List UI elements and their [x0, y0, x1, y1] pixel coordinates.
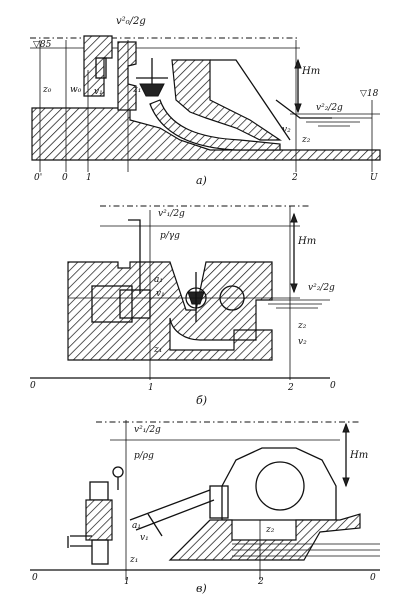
label-v1: v₁ — [94, 87, 103, 97]
caption-c: в) — [196, 582, 207, 595]
label-tail-level: ▽18 — [360, 89, 379, 99]
jet-pipe — [129, 489, 215, 531]
penstock-body — [67, 261, 273, 361]
label-c-sec-1: 1 — [124, 577, 130, 587]
nozzle-block — [209, 485, 229, 519]
label-z0: z₀ — [42, 85, 52, 95]
label-c-frac-top: v²₁/2g — [134, 425, 161, 435]
piezometer-tube — [128, 219, 141, 294]
label-b-sec-1: 1 — [148, 383, 154, 393]
label-b-ht: Hт — [297, 236, 316, 247]
foundation — [168, 513, 361, 561]
panel-a: v²₀/2g ▽85 z₀ w₀ v₁ z₁ Hт ▽18 v²₂/2g v₂ … — [30, 16, 381, 187]
supply-pipe — [70, 535, 92, 547]
runner-icon — [136, 58, 168, 97]
trash-rack — [95, 57, 107, 79]
label-frac-top: v²₀/2g — [116, 16, 146, 27]
tail-water-c — [232, 543, 380, 557]
powerhouse-block — [171, 59, 282, 141]
label-c-v1: v₁ — [140, 533, 149, 543]
needle-valve — [147, 513, 163, 537]
label-b-z2: z₂ — [297, 321, 307, 331]
label-z1: z₁ — [132, 85, 141, 95]
caption-b: б) — [196, 394, 207, 407]
label-b-frac-p: p/γg — [160, 231, 180, 241]
panel-b: v²₁/2g p/γg a₁ v₁ Hт v²₂/2g z₂ v₂ z₁ 0 1… — [30, 205, 336, 407]
intake-pier — [117, 41, 137, 111]
label-c-z1: z₁ — [129, 555, 138, 565]
pressure-gauge-icon — [112, 466, 124, 490]
label-ht: Hт — [301, 66, 320, 77]
draft-tube — [149, 99, 281, 151]
tail-level-line — [275, 99, 332, 119]
label-c-sec-2: 2 — [257, 577, 264, 587]
label-sec-2: 2 — [291, 173, 298, 183]
label-frac-tail: v²₂/2g — [316, 103, 343, 113]
label-w0: w₀ — [70, 85, 82, 95]
label-sec-1: 1 — [86, 173, 92, 183]
label-z2: z₂ — [301, 135, 311, 145]
tail-water-lines — [290, 113, 380, 127]
label-b-sec-2: 2 — [287, 383, 294, 393]
label-b-frac-top: v²₁/2g — [158, 209, 185, 219]
label-c-a1: a₁ — [132, 521, 141, 531]
label-c-sec-0r: 0 — [370, 573, 376, 583]
label-sec-0: 0 — [62, 173, 68, 183]
label-b-frac-tail: v²₂/2g — [308, 283, 335, 293]
valve-icon — [85, 481, 113, 565]
panel-c: v²₁/2g p/ρg Hт a₁ v₁ z₂ z₁ 0 1 2 0 в) — [30, 420, 380, 595]
label-b-z1: z₁ — [153, 345, 162, 355]
tail-water-b — [264, 299, 330, 309]
label-upper-level: ▽85 — [33, 40, 52, 50]
label-b-sec-0l: 0 — [30, 381, 36, 391]
guide-chamber — [91, 285, 133, 323]
label-b-sec-0r: 0 — [330, 381, 336, 391]
label-b-v2: v₂ — [298, 337, 307, 347]
label-c-frac-p: p/ρg — [134, 451, 154, 461]
powerhouse-roof — [210, 59, 291, 141]
label-sec-0p: 0' — [34, 173, 42, 183]
label-b-v1: v₁ — [156, 289, 165, 299]
label-c-sec-0l: 0 — [32, 573, 38, 583]
label-v2: v₂ — [282, 125, 291, 135]
pelton-housing — [221, 447, 337, 521]
label-c-z2: z₂ — [265, 525, 275, 535]
label-b-a1: a₁ — [154, 275, 163, 285]
label-c-ht: Hт — [349, 450, 368, 461]
label-sec-u: U — [370, 173, 378, 183]
pelton-wheel — [255, 461, 305, 511]
caption-a: а) — [196, 174, 207, 187]
